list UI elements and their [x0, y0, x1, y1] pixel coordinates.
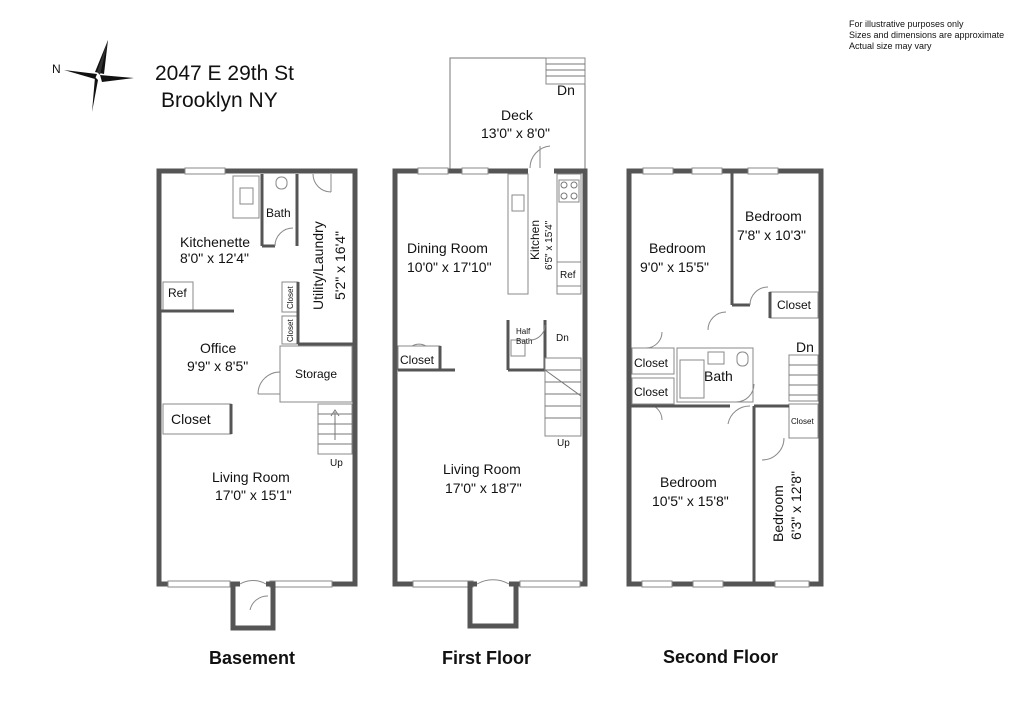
- address-line-2: Brooklyn NY: [161, 89, 278, 112]
- second-floor-plan: [626, 167, 824, 588]
- basement-utility-name: Utility/Laundry: [310, 221, 326, 310]
- second-bedroom1-name: Bedroom: [649, 240, 706, 256]
- basement-utility-size: 5'2" x 16'4": [332, 231, 348, 300]
- second-closet-right2-label: Closet: [791, 417, 814, 426]
- first-dining-name: Dining Room: [407, 240, 488, 256]
- first-floor-title: First Floor: [442, 648, 531, 668]
- first-up-label: Up: [557, 438, 570, 449]
- first-half-bath-label-1: Half: [516, 327, 531, 336]
- first-deck-dn-label: Dn: [557, 82, 575, 98]
- first-living-name: Living Room: [443, 461, 521, 477]
- basement-office-name: Office: [200, 340, 237, 356]
- address-line-1: 2047 E 29th St: [155, 62, 294, 85]
- second-closet-left2-label: Closet: [634, 385, 669, 399]
- basement-bath-label: Bath: [266, 206, 291, 220]
- second-closet-right-label: Closet: [777, 298, 812, 312]
- second-bedroom2-name: Bedroom: [745, 208, 802, 224]
- basement-office-size: 9'9" x 8'5": [187, 358, 248, 374]
- first-deck-name: Deck: [501, 107, 534, 123]
- first-floor-plan: [392, 57, 588, 629]
- first-dn-label: Dn: [556, 333, 569, 344]
- second-bedroom4-size: 6'3" x 12'8": [788, 471, 804, 540]
- compass-north-label: N: [52, 62, 61, 76]
- first-kitchen-name: Kitchen: [528, 220, 542, 260]
- second-floor-title: Second Floor: [663, 647, 778, 667]
- second-bedroom1-size: 9'0" x 15'5": [640, 259, 709, 275]
- basement-storage-label: Storage: [295, 367, 337, 381]
- first-kitchen-size: 6'5" x 15'4": [544, 220, 555, 270]
- basement-up-label: Up: [330, 458, 343, 469]
- basement-living-name: Living Room: [212, 469, 290, 485]
- second-bedroom3-name: Bedroom: [660, 474, 717, 490]
- first-living-size: 17'0" x 18'7": [445, 480, 522, 496]
- basement-kitchenette-name: Kitchenette: [180, 234, 250, 250]
- second-bath-label: Bath: [704, 368, 733, 384]
- first-ref-label: Ref: [560, 270, 576, 281]
- basement-closet-label: Closet: [171, 411, 211, 427]
- basement-ref-label: Ref: [168, 286, 187, 300]
- second-closet-left1-label: Closet: [634, 356, 669, 370]
- basement-closet-small-2: Closet: [286, 319, 295, 342]
- second-dn-label: Dn: [796, 339, 814, 355]
- disclaimer-line-1: For illustrative purposes only: [849, 19, 964, 29]
- second-bedroom3-size: 10'5" x 15'8": [652, 493, 729, 509]
- first-deck-size: 13'0" x 8'0": [481, 125, 550, 141]
- first-closet-label: Closet: [400, 353, 435, 367]
- first-dining-size: 10'0" x 17'10": [407, 259, 492, 275]
- disclaimer-line-2: Sizes and dimensions are approximate: [849, 30, 1004, 40]
- second-bedroom4-name: Bedroom: [770, 485, 786, 542]
- basement-kitchenette-size: 8'0" x 12'4": [180, 250, 249, 266]
- basement-closet-small-1: Closet: [286, 286, 295, 309]
- first-half-bath-label-2: Bath: [516, 337, 532, 346]
- compass-rose-icon: [64, 40, 134, 112]
- second-bedroom2-size: 7'8" x 10'3": [737, 227, 806, 243]
- basement-floor-title: Basement: [209, 648, 295, 668]
- basement-plan: [156, 167, 358, 631]
- basement-living-size: 17'0" x 15'1": [215, 487, 292, 503]
- disclaimer-line-3: Actual size may vary: [849, 41, 932, 51]
